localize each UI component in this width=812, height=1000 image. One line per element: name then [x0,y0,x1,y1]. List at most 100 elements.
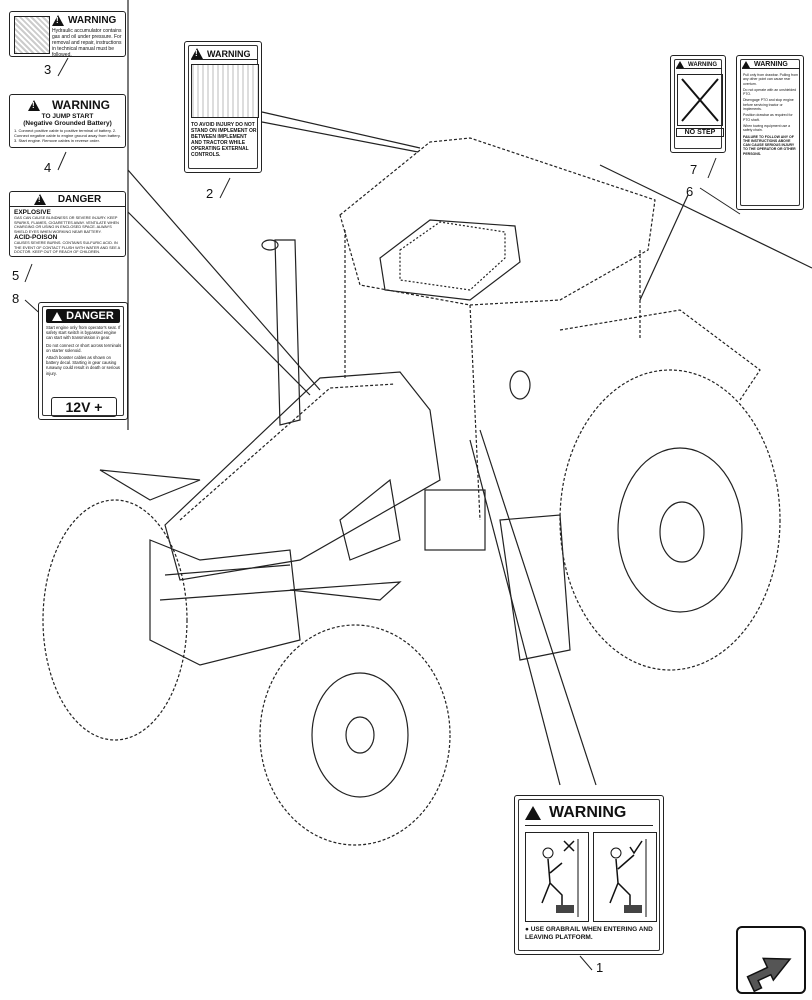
decal-subtitle: (Negative Grounded Battery) [23,120,112,127]
decal-title: WARNING [549,804,627,821]
decal-text: TO AVOID INJURY DO NOT STAND ON IMPLEMEN… [191,122,257,158]
front-right-rim [311,672,409,798]
warning-triangle-icon [33,194,46,205]
decal-title: DANGER [57,194,102,205]
decal-bullets: Pull only from drawbar. Pulling from any… [743,73,799,156]
decal-text-line: USE GRABRAIL WHEN ENTERING AND LEAVING P… [525,926,653,941]
next-page-button[interactable] [736,926,806,994]
decal-text: Hydraulic accumulator contains gas and o… [52,28,122,58]
callout-8: 8 [12,291,20,306]
decal-battery-danger: DANGER EXPLOSIVE GAS CAN CAUSE BLINDNESS… [9,191,126,257]
front-fender-left [99,469,201,501]
decal-icon-explosion [14,16,50,54]
cab-roof [339,137,656,306]
callout-leader-7 [707,157,717,179]
front-fender-right [289,581,402,601]
callout-3: 3 [44,62,52,77]
decal-grabrail-warning: WARNING ● USE GRABRAIL WHEN ENTERING AND… [514,795,664,955]
decal-header: WARNING [676,61,722,69]
hood-grille-side [339,478,401,561]
decal-bullet: When towing equipment use a safety chain… [743,123,791,133]
decal-heading: ACID-POISON [14,234,58,241]
decal-subtitle: TO JUMP START [41,113,94,120]
grille-line [159,589,296,601]
warning-triangle-icon [191,48,203,59]
decal-bullet: Do not operate with an unshielded PTO. [743,87,797,97]
callout-leader-1 [579,955,593,971]
decal-pictogram-implement-icon [191,64,259,118]
front-grille [149,539,301,666]
warning-triangle-icon [28,99,40,111]
decal-text: CAUSES SEVERE BURNS. CONTAINS SULFURIC A… [14,241,120,254]
warning-triangle-icon [742,61,750,68]
hood-edge [179,383,396,521]
leader-line-1a [479,429,597,786]
callout-1: 1 [596,960,604,975]
decal-bullet: Position drawbar as required for PTO sha… [743,113,793,122]
mirror [509,370,531,400]
front-right-wheel [259,624,451,846]
front-right-hub [345,716,375,754]
decal-bullet: Attach booster cables as shown on batter… [46,355,121,376]
decal-heading: EXPLOSIVE [14,209,51,216]
decal-voltage-label: 12V + [51,397,117,417]
leader-line-8 [127,211,311,396]
next-page-arrow-icon [746,957,792,993]
callout-5: 5 [12,268,20,283]
leader-line-2a [261,111,421,149]
fuel-tank [424,489,486,551]
warning-triangle-icon [525,806,541,820]
decal-footer: NO STEP [676,128,724,137]
decal-bullet: Start engine only from operator's seat. … [46,325,121,341]
decal-start-danger: DANGER Start engine only from operator's… [38,302,128,420]
decal-title: WARNING [688,61,717,68]
no-step-pictogram-icon [677,74,723,126]
rear-hub [659,501,705,563]
decal-bullet: Disengage PTO and stop engine before ser… [743,98,794,112]
bullet-dot: ● [525,926,531,933]
decal-header: WARNING [742,61,800,69]
callout-2: 2 [206,186,214,201]
decal-text: ● USE GRABRAIL WHEN ENTERING AND LEAVING… [525,926,655,942]
pictogram-grabrail-left-icon [525,832,589,922]
warning-triangle-icon [676,61,684,68]
decal-header: WARNING [191,48,257,60]
callout-leader-3 [57,57,69,77]
rear-fender [559,309,761,401]
decal-title: WARNING [68,15,117,26]
decal-hydraulic-warning: WARNING Hydraulic accumulator contains g… [9,11,126,58]
warning-triangle-icon [52,311,63,321]
rear-wheel [559,369,781,671]
decal-title: WARNING [52,98,110,112]
decal-footer: FAILURE TO FOLLOW ANY OF THE INSTRUCTION… [743,134,796,156]
roof-hatch-inner [399,221,506,291]
leader-line-2b [261,121,419,153]
decal-bullets: Start engine only from operator's seat. … [46,325,124,376]
roof-hatch [379,219,521,301]
decal-text: GAS CAN CAUSE BLINDNESS OR SEVERE INJURY… [14,216,119,234]
decal-header: DANGER [46,309,120,323]
rear-rim [617,447,743,613]
callout-6: 6 [686,184,694,199]
decal-bullet: Do not connect or short across terminals… [46,342,122,353]
decal-header: DANGER [10,194,125,207]
callout-leader-4 [57,151,67,171]
callout-leader-6 [699,187,741,215]
callout-4: 4 [44,160,52,175]
decal-implement-warning: WARNING TO AVOID INJURY DO NOT STAND ON … [184,41,262,173]
decal-header: WARNING [28,98,110,112]
leader-line-6 [599,164,812,269]
exhaust-cap [261,239,279,251]
cab-post-front [469,304,481,521]
callout-leader-5 [24,263,33,283]
decal-bullet: Pull only from drawbar. Pulling from any… [743,73,799,86]
hood [164,371,441,581]
decal-title: WARNING [207,48,251,59]
decal-title: DANGER [66,310,114,322]
decal-title: WARNING [754,61,788,68]
callout-7: 7 [690,162,698,177]
grille-line [164,564,291,576]
no-step-symbol-icon [681,78,719,122]
step-platform [499,514,571,661]
